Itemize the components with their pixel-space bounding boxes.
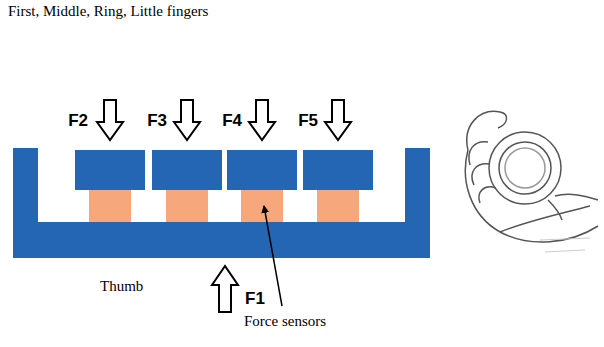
force-arrow <box>97 100 123 140</box>
force-arrow <box>249 100 275 140</box>
force-label: F2 <box>68 112 88 131</box>
hand-sketch <box>465 111 598 242</box>
left-wall <box>13 148 38 258</box>
finger-pad <box>152 150 222 190</box>
base-plate <box>13 222 430 258</box>
force-label: F5 <box>298 112 318 131</box>
force-sensor <box>89 190 131 222</box>
force-label: F3 <box>147 112 167 131</box>
force-sensor <box>166 190 208 222</box>
force-arrow <box>174 100 200 140</box>
finger-pad <box>227 150 297 190</box>
force-arrow <box>212 266 238 312</box>
right-wall <box>405 148 430 258</box>
callout-label: Force sensors <box>244 313 326 330</box>
force-label: F1 <box>245 290 265 309</box>
force-arrow <box>325 100 351 140</box>
heading-note: First, Middle, Ring, Little fingers <box>8 3 208 20</box>
leader-line <box>264 206 282 306</box>
thumb-label: Thumb <box>100 278 143 295</box>
finger-pad <box>75 150 145 190</box>
force-sensor <box>317 190 359 222</box>
force-sensor <box>241 190 283 222</box>
finger-pad <box>303 150 373 190</box>
force-label: F4 <box>222 112 242 131</box>
